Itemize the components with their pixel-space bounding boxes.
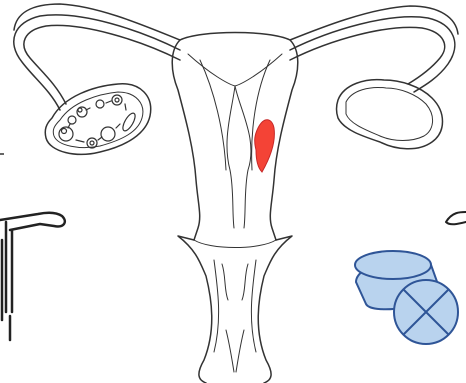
follicle-cycle-icon [59, 95, 137, 148]
uterus-illustration [172, 33, 298, 241]
implantation-site-highlight [255, 120, 275, 172]
applicator-device-icon [446, 212, 466, 224]
right-ovary [337, 80, 443, 149]
cervix-vagina [178, 236, 292, 383]
contraceptive-pill-icon [355, 251, 458, 344]
left-fallopian-tube [14, 4, 180, 110]
iud-device-icon [0, 213, 65, 340]
